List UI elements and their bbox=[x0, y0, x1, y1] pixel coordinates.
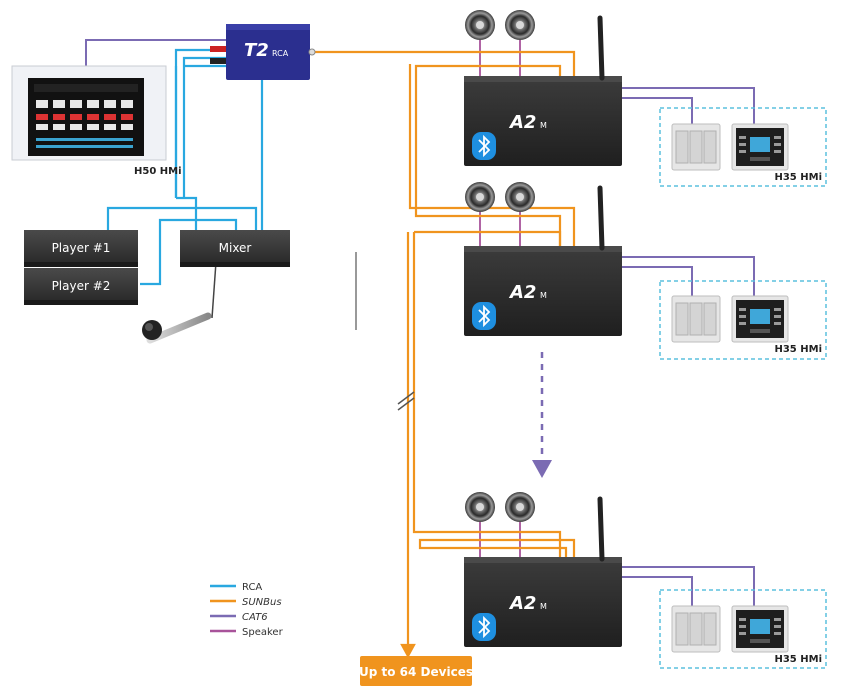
t2-rca-module: T2 RCA bbox=[210, 24, 316, 80]
a2-label: A2 bbox=[508, 282, 536, 303]
player-2-label: Player #2 bbox=[52, 279, 111, 293]
h35-group-2: H35 HMi bbox=[659, 280, 827, 360]
break-mark bbox=[397, 391, 415, 411]
speaker-icon bbox=[505, 10, 535, 40]
h50-label: H50 HMi bbox=[134, 166, 182, 177]
player-1-label: Player #1 bbox=[52, 241, 111, 255]
h35-label: H35 HMi bbox=[774, 172, 822, 183]
continuation-arrow bbox=[532, 352, 552, 478]
player-2: Player #2 bbox=[24, 268, 138, 305]
h35-group-3: H35 HMi bbox=[659, 589, 827, 669]
speaker-icon bbox=[465, 182, 495, 212]
t2-label: T2 bbox=[244, 40, 269, 61]
a2-unit-1: A2 M bbox=[464, 10, 622, 166]
legend-label-speaker: Speaker bbox=[242, 627, 284, 638]
h35-label: H35 HMi bbox=[774, 654, 822, 665]
a2-sub-label: M bbox=[540, 291, 547, 300]
a2-sub-label: M bbox=[540, 121, 547, 130]
badge-label: Up to 64 Devices bbox=[359, 665, 473, 679]
a2-label: A2 bbox=[508, 593, 536, 614]
h35-group-1: H35 HMi bbox=[659, 107, 827, 187]
device-count-badge: Up to 64 Devices bbox=[359, 656, 473, 686]
microphone-icon bbox=[142, 312, 212, 344]
speaker-icon bbox=[505, 492, 535, 522]
player-1: Player #1 bbox=[24, 230, 138, 267]
a2-unit-2: A2 M bbox=[464, 182, 622, 336]
legend-label-rca: RCA bbox=[242, 582, 262, 593]
mixer: Mixer bbox=[180, 230, 290, 267]
legend: RCA SUNBus CAT6 Speaker bbox=[210, 582, 284, 638]
legend-label-sunbus: SUNBus bbox=[242, 597, 282, 608]
a2-sub-label: M bbox=[540, 602, 547, 611]
a2-unit-3: A2 M bbox=[464, 492, 622, 647]
legend-label-cat6: CAT6 bbox=[242, 612, 268, 623]
mixer-label: Mixer bbox=[219, 241, 252, 255]
sunbus-cables bbox=[310, 50, 576, 659]
cat6-cables bbox=[85, 39, 755, 606]
speaker-icon bbox=[505, 182, 535, 212]
t2-sub-label: RCA bbox=[272, 49, 289, 58]
a2-label: A2 bbox=[508, 112, 536, 133]
speaker-icon bbox=[465, 492, 495, 522]
h35-label: H35 HMi bbox=[774, 344, 822, 355]
speaker-icon bbox=[465, 10, 495, 40]
mic-lead bbox=[211, 261, 217, 319]
h50-hmi: H50 HMi bbox=[11, 65, 182, 177]
